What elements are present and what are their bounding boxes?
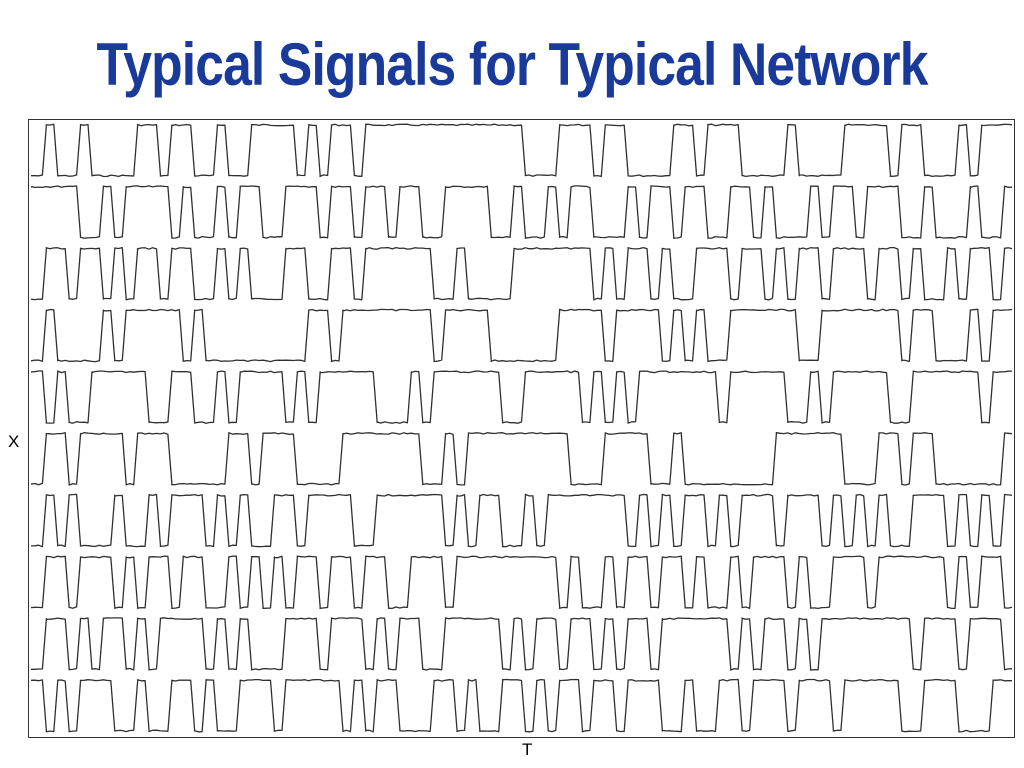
signal-trace-5 [30,370,1013,424]
signal-trace-1 [31,123,1013,178]
x-axis-label: T [522,740,533,759]
y-axis-label: X [8,432,20,451]
signal-trace-8 [30,555,1013,610]
signal-trace-6 [30,432,1013,486]
signal-trace-9 [31,617,1013,671]
signal-traces [30,123,1013,733]
slide-title: Typical Signals for Typical Network [96,31,928,98]
signal-trace-7 [30,493,1013,548]
plot-area [28,119,1015,738]
signal-trace-3 [30,246,1013,301]
signal-trace-4 [30,308,1013,363]
signal-trace-10 [30,678,1012,733]
signal-trace-2 [30,185,1013,239]
